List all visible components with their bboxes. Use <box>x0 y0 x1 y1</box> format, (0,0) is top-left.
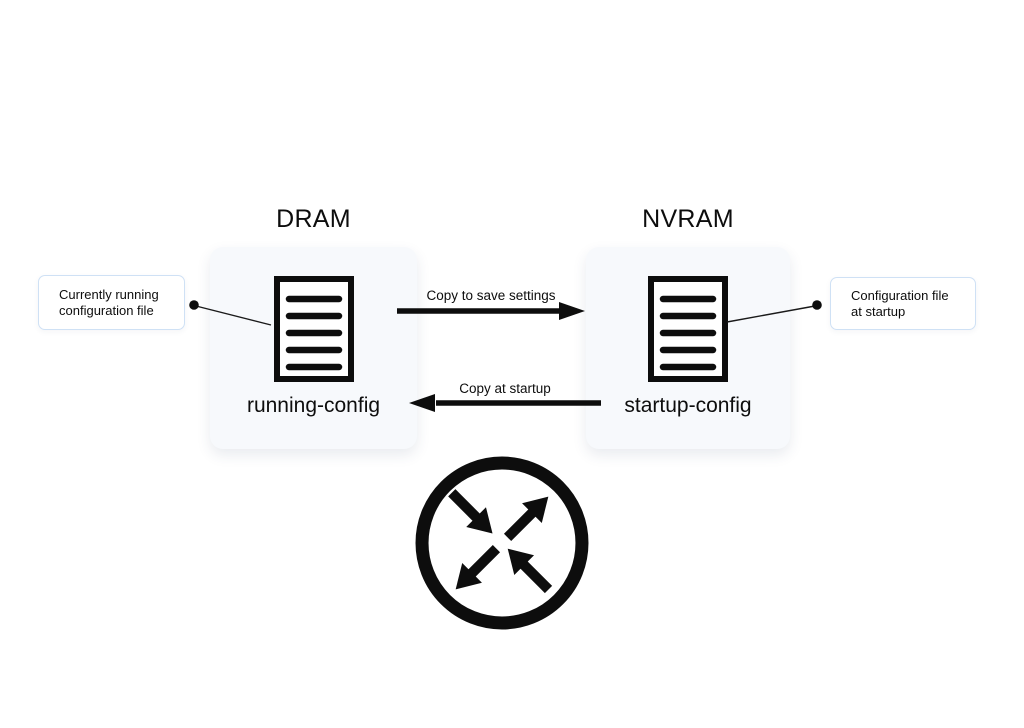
arrow-right-icon <box>397 300 585 327</box>
copy-at-startup-label: Copy at startup <box>459 381 551 396</box>
arrow-left-icon <box>409 392 601 419</box>
dram-title: DRAM <box>276 205 351 233</box>
callout-text-line: Configuration file <box>851 287 949 303</box>
startup-config-label: startup-config <box>624 394 752 417</box>
callout-text-line: configuration file <box>59 302 154 318</box>
startup-config-callout: Configuration file at startup <box>830 277 976 330</box>
copy-to-save-label: Copy to save settings <box>426 288 556 303</box>
callout-text-line: Currently running <box>59 286 159 302</box>
document-icon <box>273 276 354 387</box>
running-config-label: running-config <box>246 394 381 417</box>
document-icon <box>648 276 728 387</box>
dram-box: running-config <box>210 247 417 449</box>
router-icon <box>409 450 595 641</box>
running-config-callout: Currently running configuration file <box>38 275 185 330</box>
nvram-box: startup-config <box>586 247 790 449</box>
callout-text-line: at startup <box>851 303 906 319</box>
nvram-title: NVRAM <box>642 205 734 233</box>
